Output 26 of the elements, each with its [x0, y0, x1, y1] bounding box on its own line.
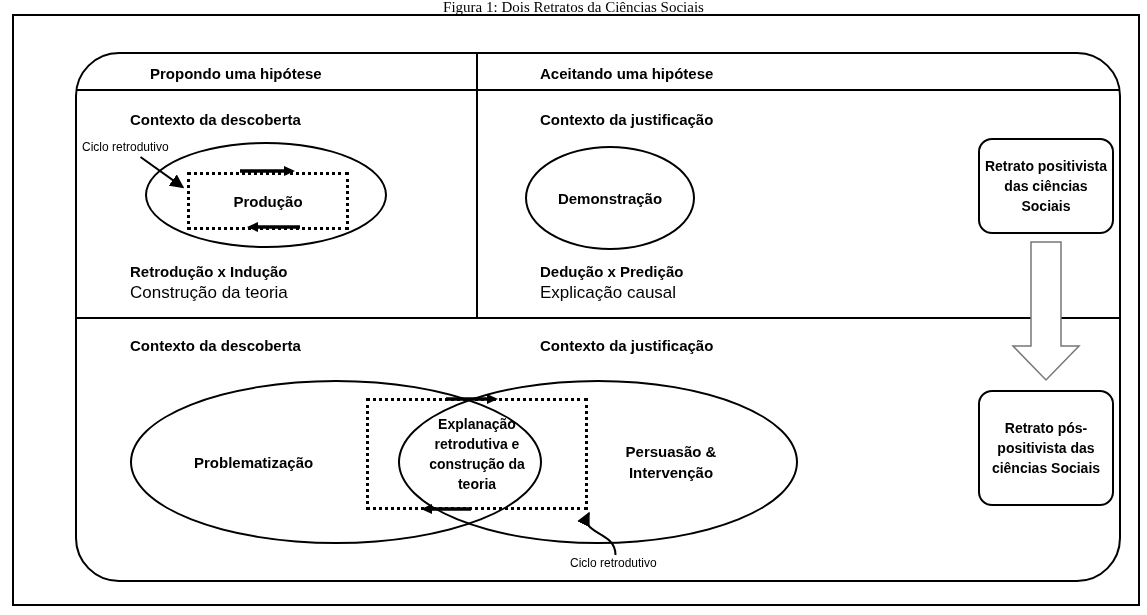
section-label: Contexto da justificação	[540, 110, 714, 130]
section-label: Contexto da justificação	[540, 336, 714, 356]
leader-arrow	[578, 511, 617, 556]
leader-arrow	[139, 156, 185, 189]
section-label: Dedução x Predição	[540, 262, 684, 282]
node-label: Problematização	[194, 452, 314, 473]
section-label: Contexto da descoberta	[130, 336, 301, 356]
section-label: Retrodução x Indução	[130, 262, 288, 282]
node-label: Retrato positivista das ciências Sociais	[983, 157, 1109, 216]
node-label: Persuasão & Intervenção	[624, 442, 718, 483]
callout-text: Ciclo retrodutivo	[570, 555, 657, 571]
ellipse	[525, 146, 695, 250]
section-label: Contexto da descoberta	[130, 110, 301, 130]
block-arrow	[1011, 241, 1081, 382]
rounded-box	[978, 390, 1114, 506]
callout-text: Ciclo retrodutivo	[82, 139, 169, 155]
node-label: Explanação retrodutiva e construção da teoria	[428, 415, 526, 494]
rounded-box	[978, 138, 1114, 234]
figure-title: Figura 1: Dois Retratos da Ciências Sociais	[442, 0, 705, 14]
section-label: Aceitando uma hipótese	[540, 64, 714, 84]
node-label: Retrato pós-positivista das ciências Sociais	[990, 419, 1102, 478]
node-label: Demonstração	[557, 188, 663, 209]
section-label: Propondo uma hipótese	[150, 64, 322, 84]
section-label: Construção da teoria	[130, 283, 288, 303]
section-label: Explicação causal	[540, 283, 677, 303]
node-label: Produção	[233, 191, 303, 212]
